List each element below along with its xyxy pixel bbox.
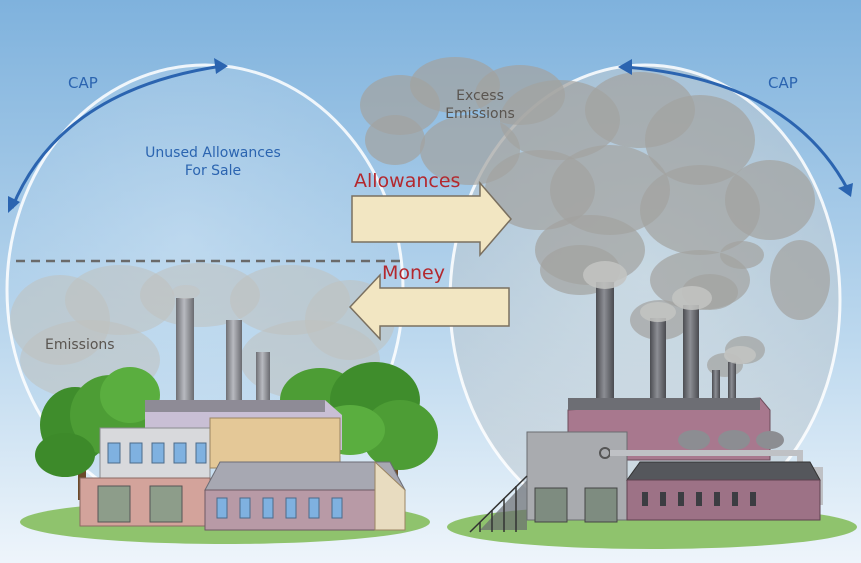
stack-smoke-puffs [172,261,756,364]
cap-label-left: CAP [68,74,98,92]
unused-allowances-line2: For Sale [184,162,242,179]
clean-factory [35,298,438,531]
unused-allowances-label: Unused Allowances For Sale [118,145,308,180]
polluting-factory [469,282,823,533]
excess-emissions-smoke [360,57,830,377]
excess-emissions-line2: Emissions [445,105,515,122]
excess-emissions-line1: Excess [456,88,504,104]
smokestack-thin-b [728,362,736,430]
money-label: Money [382,262,445,284]
excess-emissions-label: Excess Emissions [430,88,530,123]
unused-allowances-line1: Unused Allowances [145,145,281,161]
money-arrow [348,273,510,341]
cap-label-right: CAP [768,74,798,92]
left-cap-arrow [8,58,228,213]
emissions-label: Emissions [45,337,115,353]
right-cap-arrow [618,59,853,197]
allowances-arrow [351,180,512,258]
allowances-label: Allowances [354,170,461,192]
